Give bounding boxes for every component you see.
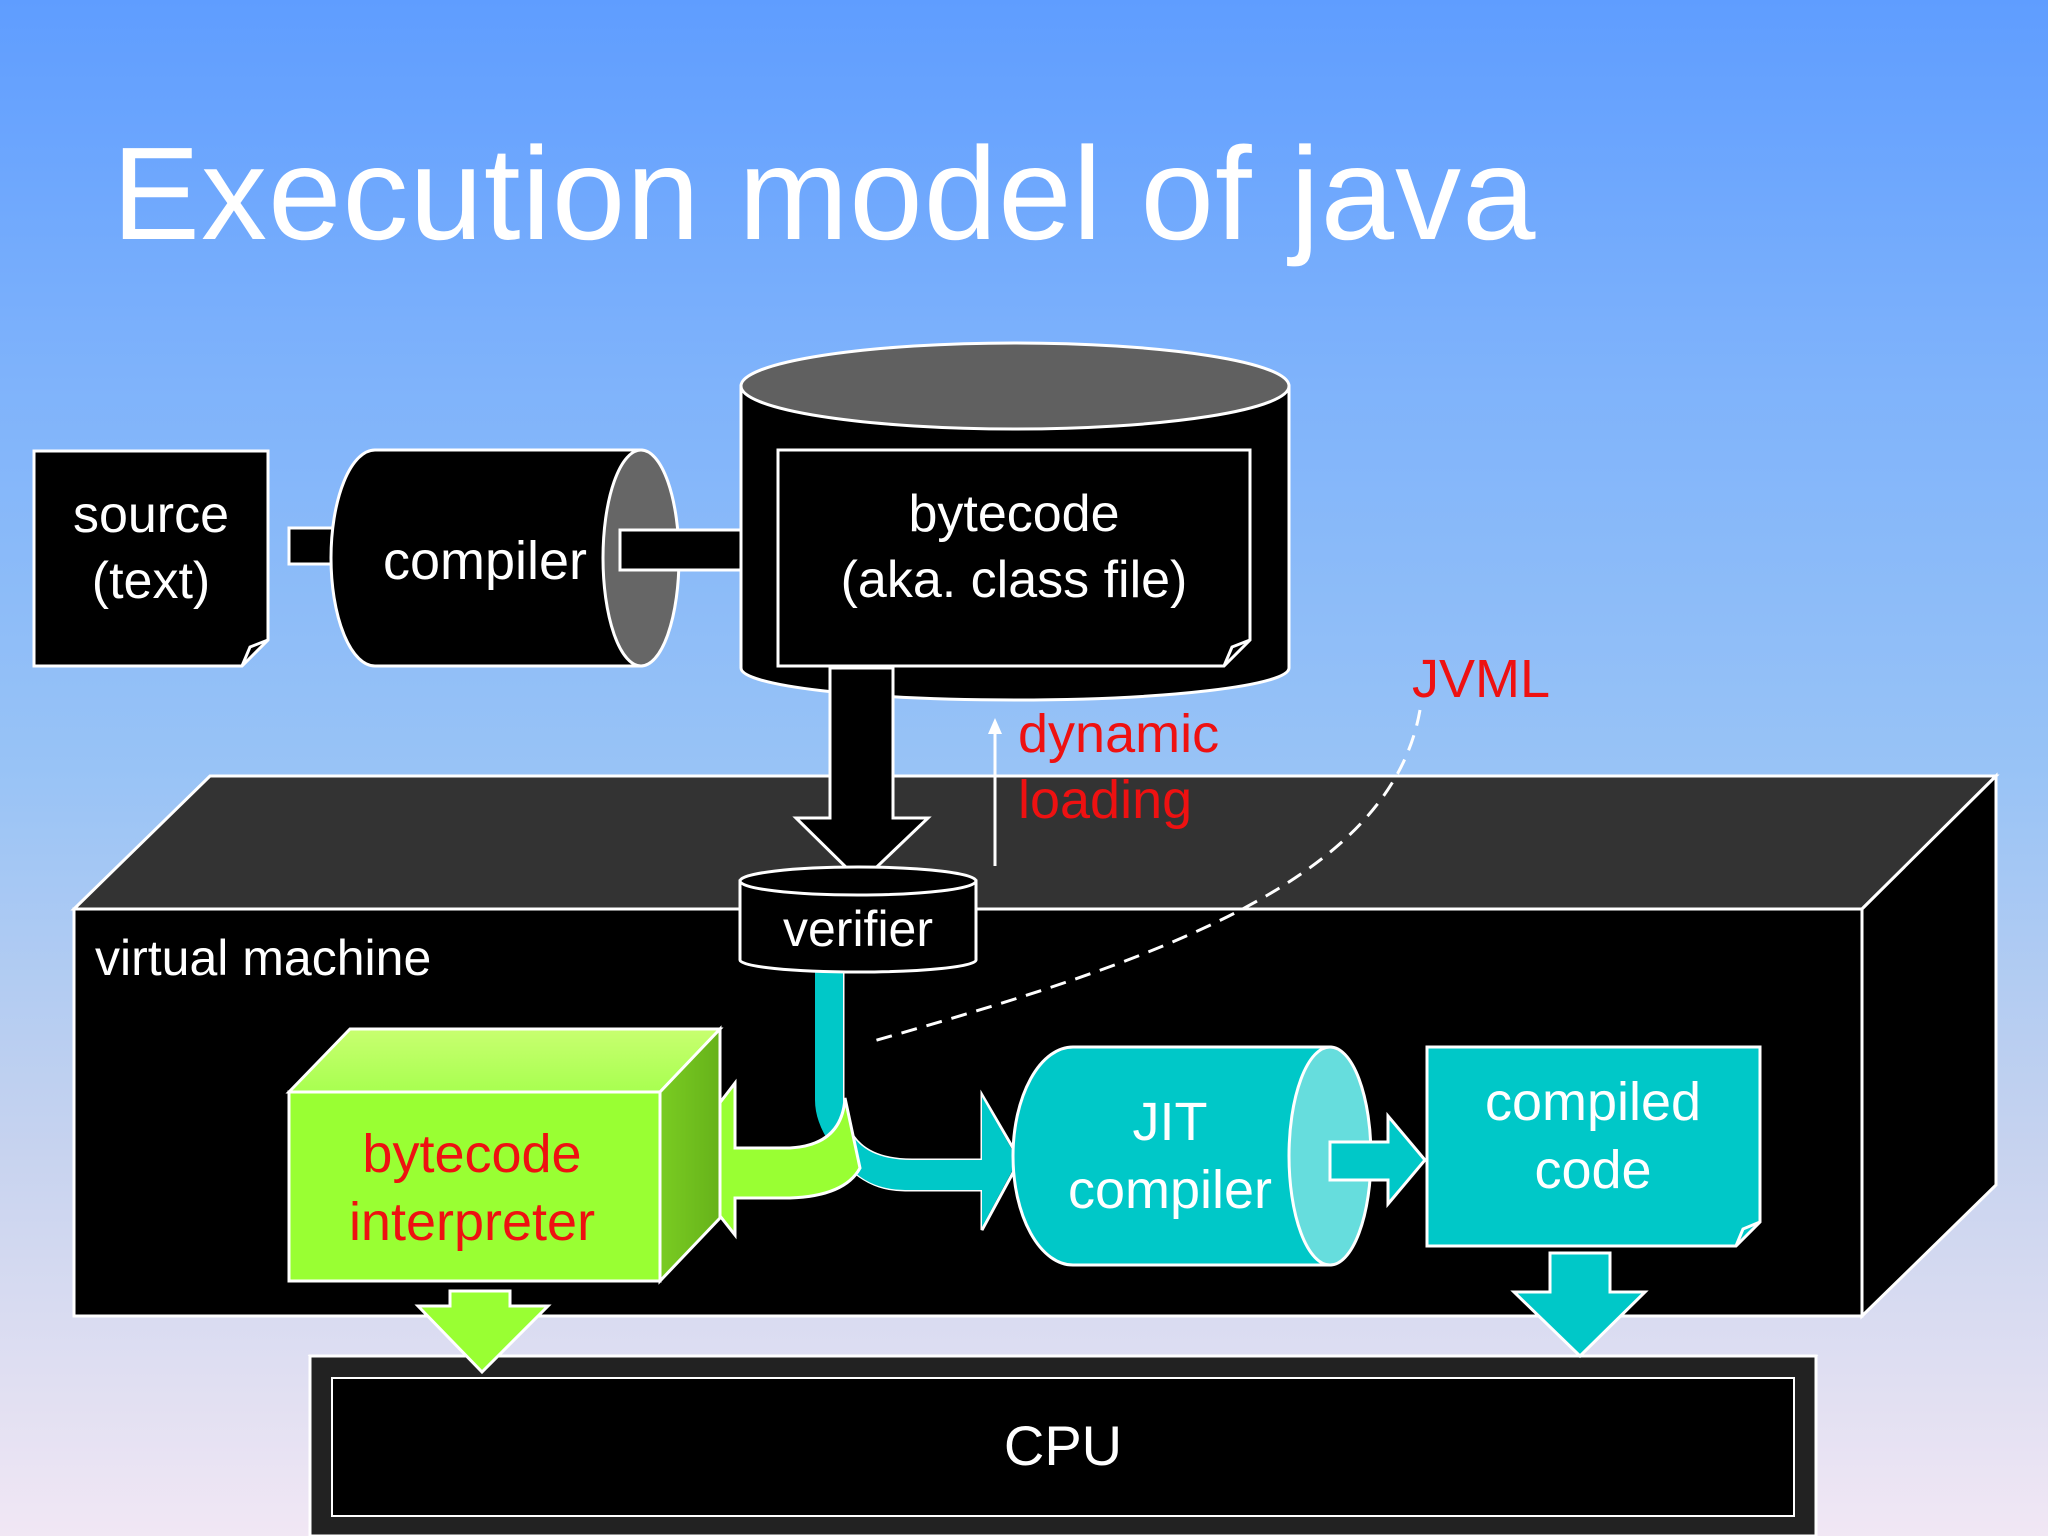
jit-compiler-body <box>1011 1045 1332 1267</box>
compiled-code-to-cpu-arrow <box>1510 1251 1649 1359</box>
bytecode-store-cylinder: bytecode (aka. class file) <box>739 341 1291 702</box>
bytecode-document-fold <box>1222 638 1251 667</box>
verifier-to-jit-arrow-fill <box>818 972 1018 1227</box>
jit-label-line2: compiler <box>1068 1160 1272 1220</box>
jit-to-compiled-code-arrow <box>1328 1111 1427 1209</box>
dynamic-loading-label-line1: dynamic <box>1018 704 1219 764</box>
compiled-code-fold <box>1734 1220 1761 1247</box>
verifier-cylinder: verifier <box>738 865 978 974</box>
source-document-shape <box>32 449 270 668</box>
jit-compiler-cylinder: JIT compiler <box>1011 1045 1373 1267</box>
bytecode-interpreter-box: bytecode interpreter <box>285 1025 724 1285</box>
verifier-label: verifier <box>783 901 933 957</box>
jvml-dashed-line <box>869 709 1422 1044</box>
dynamic-loading-label-line2: loading <box>1018 770 1192 830</box>
compiler-label: compiler <box>383 531 587 591</box>
source-label-line2: (text) <box>92 552 210 610</box>
jvml-label: JVML <box>1412 649 1550 709</box>
compiled-code-label-line2: code <box>1534 1140 1651 1200</box>
cpu-label: CPU <box>1004 1414 1122 1477</box>
source-label-line1: source <box>73 486 229 544</box>
compiled-code-document: compiled code <box>1425 1045 1762 1248</box>
bytecode-store-top <box>739 341 1291 431</box>
cpu-face <box>331 1377 1795 1517</box>
interpreter-to-cpu-arrow <box>414 1289 552 1375</box>
bytecode-document-shape <box>776 448 1252 668</box>
jvml-annotation: JVML <box>869 649 1550 1044</box>
bytecode-to-verifier-arrow <box>792 666 932 885</box>
verifier-cylinder-body <box>738 879 978 974</box>
compiled-code-shape <box>1425 1045 1762 1248</box>
jit-label-line1: JIT <box>1133 1092 1208 1152</box>
source-document-fold <box>240 638 269 667</box>
dynamic-loading: dynamic loading <box>988 704 1219 866</box>
bytecode-label-line1: bytecode <box>908 485 1119 543</box>
dynamic-loading-arrow-head <box>988 718 1002 734</box>
interpreter-label-line1: bytecode <box>362 1124 581 1184</box>
source-document: source (text) <box>32 449 270 668</box>
bytecode-label-line2: (aka. class file) <box>841 551 1188 609</box>
cpu-box: CPU <box>307 1354 1819 1536</box>
verifier-cylinder-top <box>738 865 978 897</box>
interpreter-label-line2: interpreter <box>349 1192 595 1252</box>
source-to-compiler-connector <box>287 526 337 566</box>
compiler-cylinder-body <box>329 448 643 668</box>
slide-title: Execution model of java <box>112 120 1537 267</box>
compiled-code-label-line1: compiled <box>1485 1072 1701 1132</box>
interpreter-front-face <box>287 1090 662 1283</box>
virtual-machine-label: virtual machine <box>95 930 431 986</box>
interpreter-top-face <box>285 1027 724 1094</box>
